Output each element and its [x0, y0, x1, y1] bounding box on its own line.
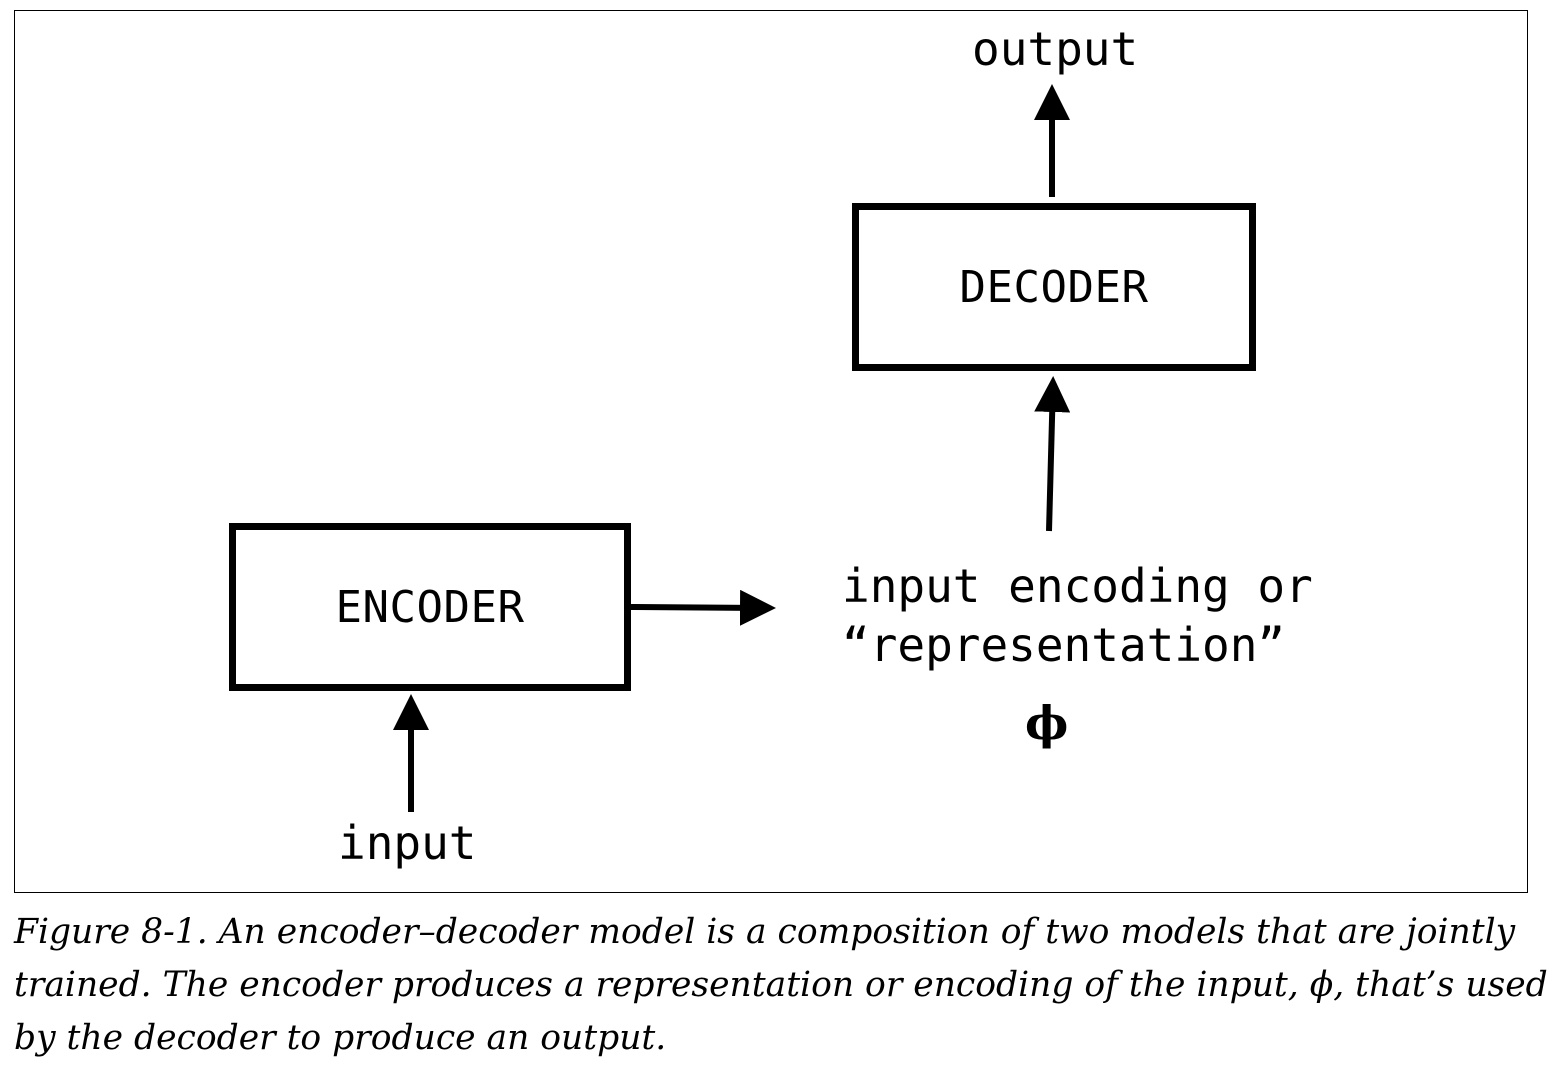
- encoder-label: ENCODER: [335, 581, 525, 633]
- representation-label-line2: “representation”: [842, 618, 1286, 672]
- representation-label-line1: input encoding or: [842, 559, 1313, 613]
- representation-to-decoder-arrow: [1034, 376, 1071, 532]
- input-label: input: [338, 816, 477, 870]
- figure-caption: Figure 8-1. An encoder–decoder model is …: [14, 912, 1548, 1058]
- figure-frame: [14, 10, 1528, 893]
- decoder-label: DECODER: [959, 261, 1149, 313]
- phi-symbol: ϕ: [1025, 696, 1069, 750]
- encoder-box: ENCODER: [229, 523, 631, 691]
- decoder-box: DECODER: [852, 203, 1256, 371]
- encoder-to-representation-arrow: [630, 589, 776, 626]
- output-label: output: [972, 22, 1139, 76]
